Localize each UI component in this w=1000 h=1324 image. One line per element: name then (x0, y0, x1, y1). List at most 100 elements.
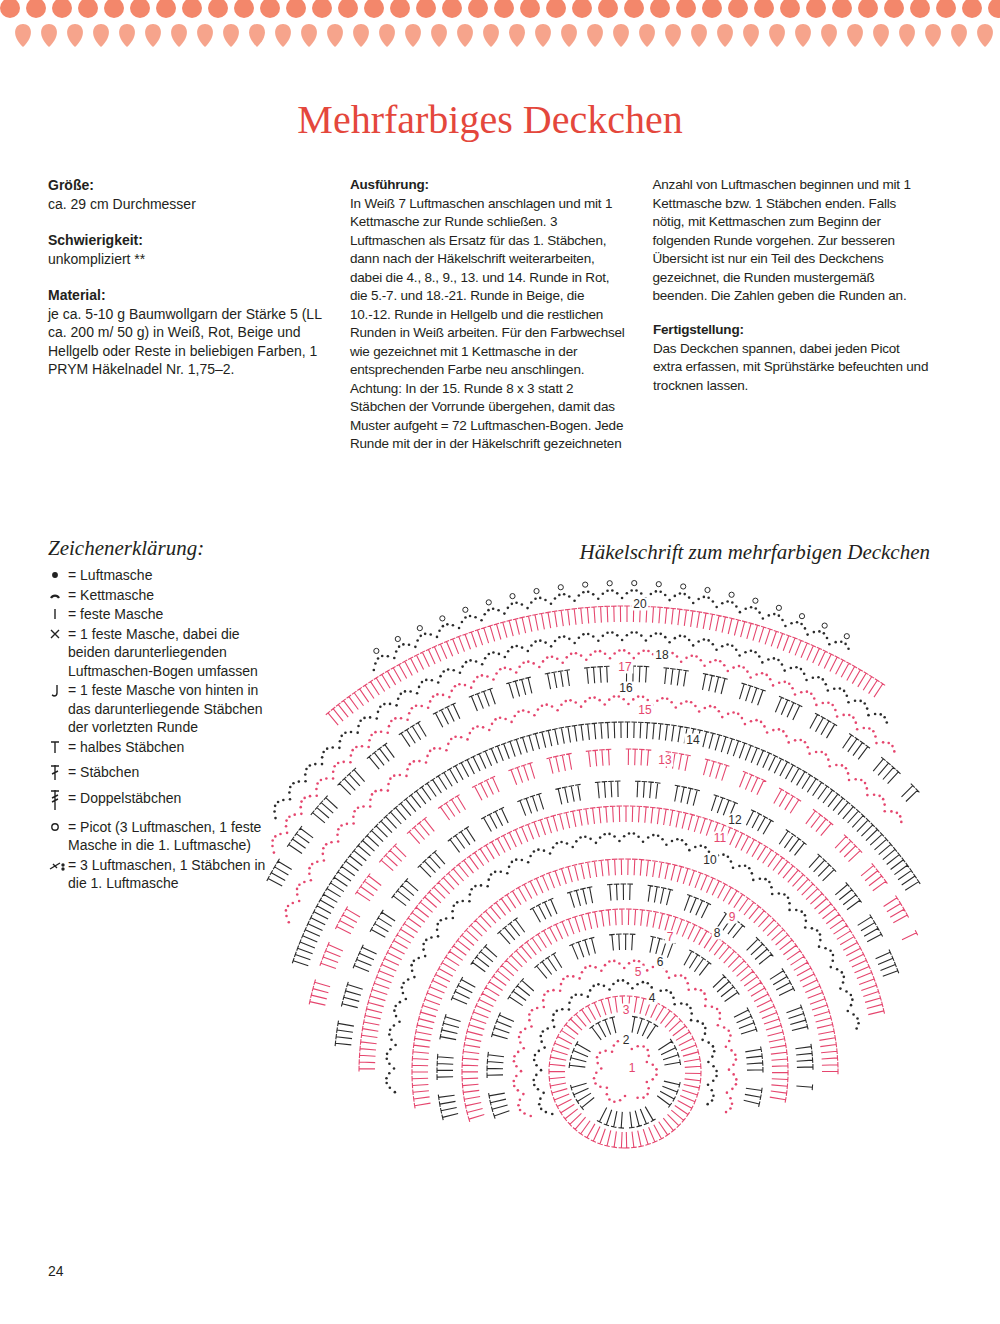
chain-dot (618, 840, 621, 843)
chain-dot (820, 751, 823, 754)
chain-dot (494, 718, 497, 721)
chain-dot (715, 606, 718, 609)
chain-dot (623, 835, 626, 838)
chain-dot (783, 893, 786, 896)
chain-dot (647, 1087, 650, 1090)
chain-dot (664, 636, 667, 639)
chain-dot (442, 694, 445, 697)
chain-dot (627, 703, 630, 706)
chain-dot (369, 798, 372, 801)
chain-dot (725, 1111, 728, 1114)
chain-dot (405, 998, 408, 1001)
chain-dot (882, 798, 885, 801)
round-number: 11 (712, 832, 728, 845)
chain-dot (398, 1020, 401, 1023)
chain-dot (630, 589, 633, 592)
chain-dot (394, 1044, 397, 1047)
border-dot (286, 0, 306, 18)
chain-dot (637, 835, 640, 838)
chain-dot (484, 657, 487, 660)
chain-dot (503, 612, 506, 615)
border-dot (728, 0, 748, 18)
chain-dot (482, 726, 485, 729)
chain-dot (824, 947, 827, 950)
legend-entry: = Picot (3 Luftmaschen, 1 feste Masche i… (46, 818, 296, 855)
symbol-stroke (51, 790, 59, 810)
border-dot (936, 0, 956, 18)
chain-dot (632, 657, 635, 660)
chain-dot (552, 989, 555, 992)
chain-dot (618, 695, 621, 698)
chain-dot (537, 848, 540, 851)
chain-dot (282, 799, 285, 802)
chain-dot (788, 902, 791, 905)
chain-dot (854, 778, 857, 781)
chain-dot (657, 834, 660, 837)
chain-dot (536, 1007, 539, 1010)
chain-dot (852, 1013, 855, 1016)
chain-dot (400, 717, 403, 720)
chain-dot (464, 616, 467, 619)
chain-dot (513, 1060, 516, 1063)
chain-dot (556, 658, 559, 661)
chain-dot (350, 754, 353, 757)
chain-dot (374, 662, 377, 665)
chain-dot (811, 927, 814, 930)
chain-dot (646, 1049, 649, 1052)
legend-entry: = 3 Luftmaschen, 1 Stäbchen in die 1. Lu… (46, 856, 296, 893)
border-dot (130, 0, 150, 18)
chain-dot (742, 666, 745, 669)
picot (656, 582, 661, 587)
chain-dot (291, 902, 294, 905)
chain-dot (885, 721, 888, 724)
chain-dot (589, 653, 592, 656)
chain-dot (717, 1024, 720, 1027)
chain-dot (685, 657, 688, 660)
chain-dot (311, 863, 314, 866)
chain-dot (589, 965, 592, 968)
chain-dot (580, 705, 583, 708)
chain-dot (622, 698, 625, 701)
chain-dot (847, 647, 850, 650)
legend: = Luftmasche= Kettmasche= feste Masche= … (46, 566, 296, 894)
chain-dot (476, 725, 479, 728)
chain-dot (349, 761, 352, 764)
chain-dot (647, 836, 650, 839)
chain-dot (521, 646, 524, 649)
chain-dot (555, 1010, 558, 1013)
chain-dot (321, 756, 324, 759)
chain-dot (828, 643, 831, 646)
chain-dot (524, 1028, 527, 1031)
chain-dot (854, 699, 857, 702)
chain-dot (359, 719, 362, 722)
chain-dot (823, 632, 826, 635)
chain-dot (611, 589, 614, 592)
chain-dot (783, 669, 786, 672)
chain-dot (831, 704, 834, 707)
border-dot (598, 0, 618, 18)
chain-dot (770, 886, 773, 889)
legend-symbol (46, 818, 68, 836)
border-dot (754, 0, 774, 18)
stitch-round (335, 781, 899, 1046)
chain-dot (642, 650, 645, 653)
chain-dot (515, 645, 518, 648)
chain-dot (542, 1092, 545, 1095)
chain-dot (803, 672, 806, 675)
chain-dot (785, 735, 788, 738)
chain-dot (542, 660, 545, 663)
chain-dot (735, 648, 738, 651)
chain-dot (681, 839, 684, 842)
chain-dot (339, 740, 342, 743)
chain-dot (420, 705, 423, 708)
round-number: 6 (655, 956, 666, 969)
chain-dot (731, 601, 734, 604)
legend-text: = halbes Stäbchen (68, 738, 283, 757)
chain-dot (539, 639, 542, 642)
chain-dot (551, 655, 554, 658)
border-drop (795, 24, 811, 47)
stitch-round (462, 909, 788, 1122)
chain-dot (515, 1065, 518, 1068)
chain-dot (436, 923, 439, 926)
chain-dot (850, 994, 853, 997)
